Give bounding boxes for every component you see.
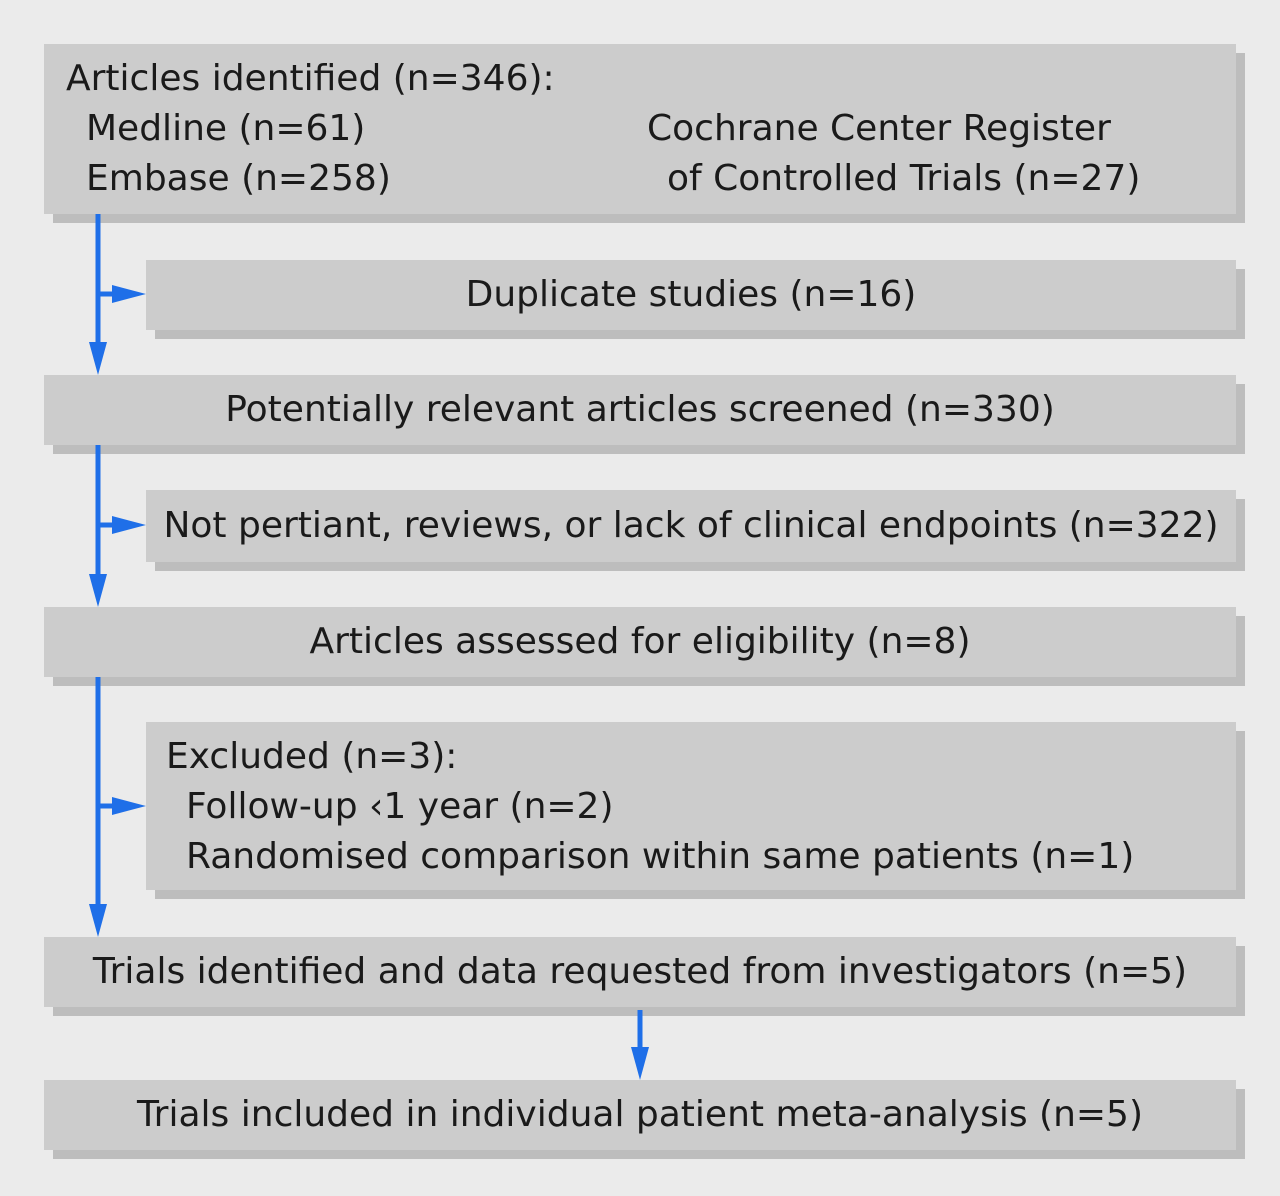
screened-articles-box: Potentially relevant articles screened (… xyxy=(44,375,1236,445)
arrow-to-not-pertinent xyxy=(98,516,146,534)
eligibility-box: Articles assessed for eligibility (n=8) xyxy=(44,607,1236,677)
arrow-to-trials-included xyxy=(631,1010,649,1080)
cochrane-register-line1: Cochrane Center Register xyxy=(647,108,1111,149)
arrow-to-excluded xyxy=(98,797,146,815)
trials-identified-box: Trials identified and data requested fro… xyxy=(44,937,1236,1007)
duplicate-studies-box: Duplicate studies (n=16) xyxy=(146,260,1236,330)
medline-count: Medline (n=61) xyxy=(86,108,366,149)
trials-included-box: Trials included in individual patient me… xyxy=(44,1080,1236,1150)
arrow-to-trials-identified xyxy=(89,677,107,937)
articles-identified-heading: Articles identified (n=346): xyxy=(66,58,555,99)
arrow-to-duplicates xyxy=(98,285,146,303)
excluded-box: Excluded (n=3): Follow-up ‹1 year (n=2) … xyxy=(146,722,1236,890)
excluded-heading: Excluded (n=3): xyxy=(166,736,458,777)
excluded-followup: Follow-up ‹1 year (n=2) xyxy=(186,786,614,827)
cochrane-register-line2: of Controlled Trials (n=27) xyxy=(667,158,1141,199)
excluded-randomised: Randomised comparison within same patien… xyxy=(186,836,1135,877)
screened-articles-label: Potentially relevant articles screened (… xyxy=(225,389,1055,430)
trials-included-label: Trials included in individual patient me… xyxy=(136,1094,1143,1135)
arrow-to-screened xyxy=(89,214,107,375)
trials-identified-label: Trials identified and data requested fro… xyxy=(92,951,1188,992)
eligibility-label: Articles assessed for eligibility (n=8) xyxy=(309,621,971,662)
arrow-to-eligibility xyxy=(89,445,107,607)
not-pertinent-box: Not pertiant, reviews, or lack of clinic… xyxy=(146,490,1236,562)
articles-identified-box: Articles identified (n=346): Medline (n=… xyxy=(44,44,1236,214)
embase-count: Embase (n=258) xyxy=(86,158,391,199)
not-pertinent-label: Not pertiant, reviews, or lack of clinic… xyxy=(163,505,1219,546)
duplicate-studies-label: Duplicate studies (n=16) xyxy=(465,274,917,315)
